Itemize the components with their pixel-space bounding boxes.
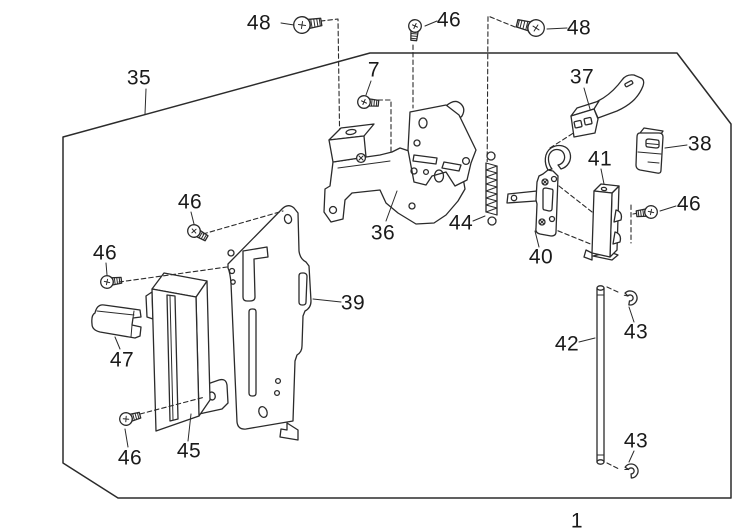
callout-47: 47 <box>109 348 135 372</box>
callout-46-upper-left: 46 <box>177 190 203 214</box>
callout-37: 37 <box>569 65 595 89</box>
callout-38: 38 <box>687 132 713 156</box>
callout-46-top: 46 <box>436 8 462 32</box>
part-44-spring <box>485 151 498 226</box>
screw-46-bottom-left <box>117 408 143 428</box>
callout-46-right: 46 <box>676 192 702 216</box>
part-37-curved-arm <box>570 74 645 138</box>
callout-41: 41 <box>587 147 613 171</box>
callout-48-right: 48 <box>566 16 592 40</box>
part-43-eclip-lower <box>622 460 642 481</box>
screw-46-right <box>635 204 659 221</box>
callout-45: 45 <box>176 439 202 463</box>
part-41-holder <box>583 183 623 261</box>
callout-leader-lines <box>105 20 688 463</box>
part-45-guide-block <box>145 272 229 432</box>
callout-44: 44 <box>448 211 474 235</box>
part-38-cover-clip <box>635 127 664 174</box>
screw-46-top <box>406 18 423 42</box>
callout-43-upper: 43 <box>623 320 649 344</box>
callout-7: 7 <box>367 58 381 82</box>
part-39-mounting-plate <box>227 205 312 441</box>
callout-40: 40 <box>528 245 554 269</box>
machine-outline-border <box>62 52 732 499</box>
assembly-dashed-lines-over <box>118 210 621 470</box>
callout-48-left: 48 <box>246 11 272 35</box>
figure-number: 1 <box>570 509 584 528</box>
part-47-latch <box>91 304 142 339</box>
screw-48-right <box>514 14 547 39</box>
callout-46-bottom-left: 46 <box>117 446 143 470</box>
callout-36: 36 <box>370 221 396 245</box>
part-36-support-bracket <box>323 100 477 225</box>
callout-35: 35 <box>126 66 152 90</box>
part-42-rod <box>596 285 605 465</box>
callout-46-left: 46 <box>92 241 118 265</box>
part-40-lever-plate <box>506 144 572 237</box>
callout-42: 42 <box>554 332 580 356</box>
callout-39: 39 <box>340 291 366 315</box>
screw-48-left <box>291 13 324 36</box>
callout-43-lower: 43 <box>623 429 649 453</box>
screw-7 <box>356 94 380 111</box>
part-43-eclip-upper <box>622 288 640 307</box>
